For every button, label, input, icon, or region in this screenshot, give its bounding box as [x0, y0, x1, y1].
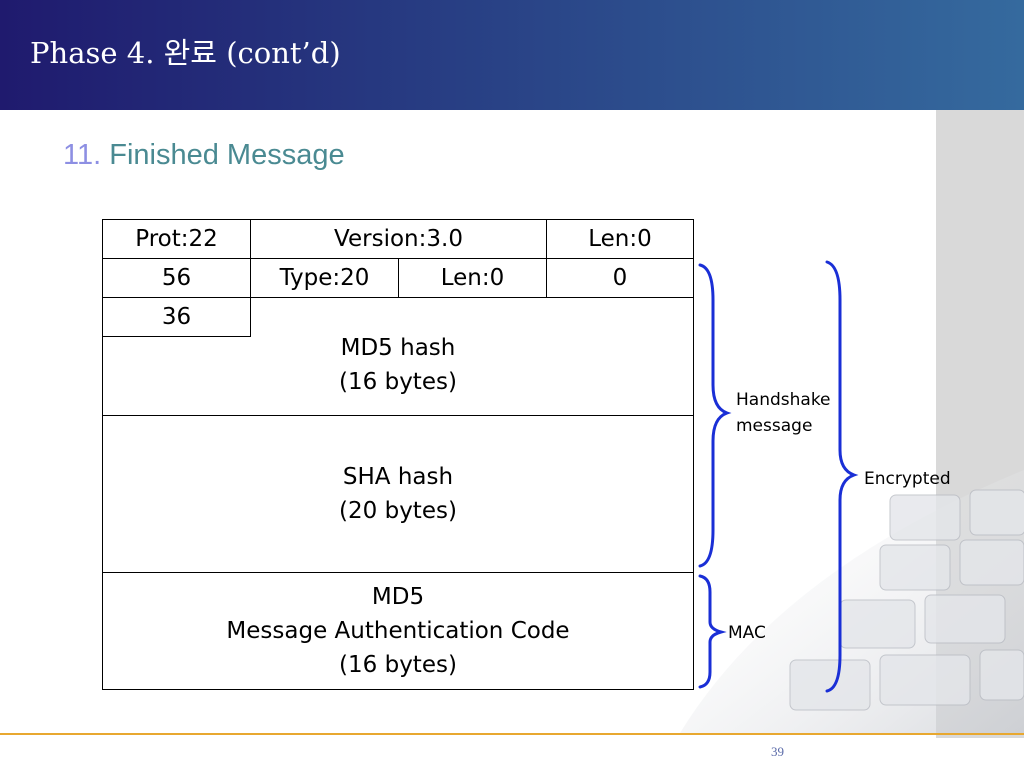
sha-hash-block: SHA hash (20 bytes) [102, 415, 694, 573]
field-zero-label: 0 [612, 265, 628, 291]
field-zero: 0 [546, 258, 694, 298]
mac-line-size: (16 bytes) [339, 652, 457, 678]
handshake-label-line1: Handshake [736, 390, 831, 410]
page-number: 39 [771, 744, 784, 759]
section-title: Finished Message [109, 139, 345, 171]
handshake-message-label: Handshake message [736, 387, 831, 439]
slide-title: Phase 4. 완료 (cont’d) [30, 36, 341, 70]
mac-label: MAC [728, 620, 766, 646]
md5-hash-size: (16 bytes) [339, 368, 457, 395]
handshake-label-line2: message [736, 416, 813, 436]
field-version-label: Version:3.0 [334, 226, 463, 252]
encrypted-label: Encrypted [864, 466, 951, 492]
field-msg-len-label: Len:0 [440, 265, 505, 291]
section-number: 11. [63, 139, 102, 171]
field-record-len-label: Len:0 [588, 226, 652, 252]
sha-hash-label: SHA hash [342, 464, 454, 490]
section-heading: 11. Finished Message [63, 139, 345, 172]
mac-block: MD5 Message Authentication Code (16 byte… [102, 572, 694, 690]
encrypted-label-text: Encrypted [864, 469, 951, 489]
field-record-len: Len:0 [546, 219, 694, 259]
field-type-label: Type:20 [279, 265, 370, 291]
field-prot-label: Prot:22 [135, 226, 218, 252]
keyboard-background-image [680, 470, 1024, 733]
field-msg-len: Len:0 [398, 258, 547, 298]
sha-hash-size: (20 bytes) [339, 498, 457, 524]
mac-line-md5: MD5 [371, 584, 425, 610]
slide-header: Phase 4. 완료 (cont’d) [0, 0, 1024, 110]
md5-hash-label: MD5 hash [340, 334, 456, 361]
mac-brace [698, 574, 727, 689]
mac-label-text: MAC [728, 623, 766, 643]
mac-line-name: Message Authentication Code [226, 618, 570, 644]
md5-hash-block: MD5 hash (16 bytes) [102, 297, 694, 416]
handshake-brace [698, 263, 732, 568]
field-prot: Prot:22 [102, 219, 251, 259]
footer-divider [0, 733, 1024, 735]
field-type: Type:20 [250, 258, 399, 298]
field-36: 36 [102, 297, 251, 337]
field-version: Version:3.0 [250, 219, 547, 259]
field-56-label: 56 [161, 265, 192, 291]
field-36-label: 36 [161, 304, 192, 330]
encrypted-brace [825, 260, 859, 693]
